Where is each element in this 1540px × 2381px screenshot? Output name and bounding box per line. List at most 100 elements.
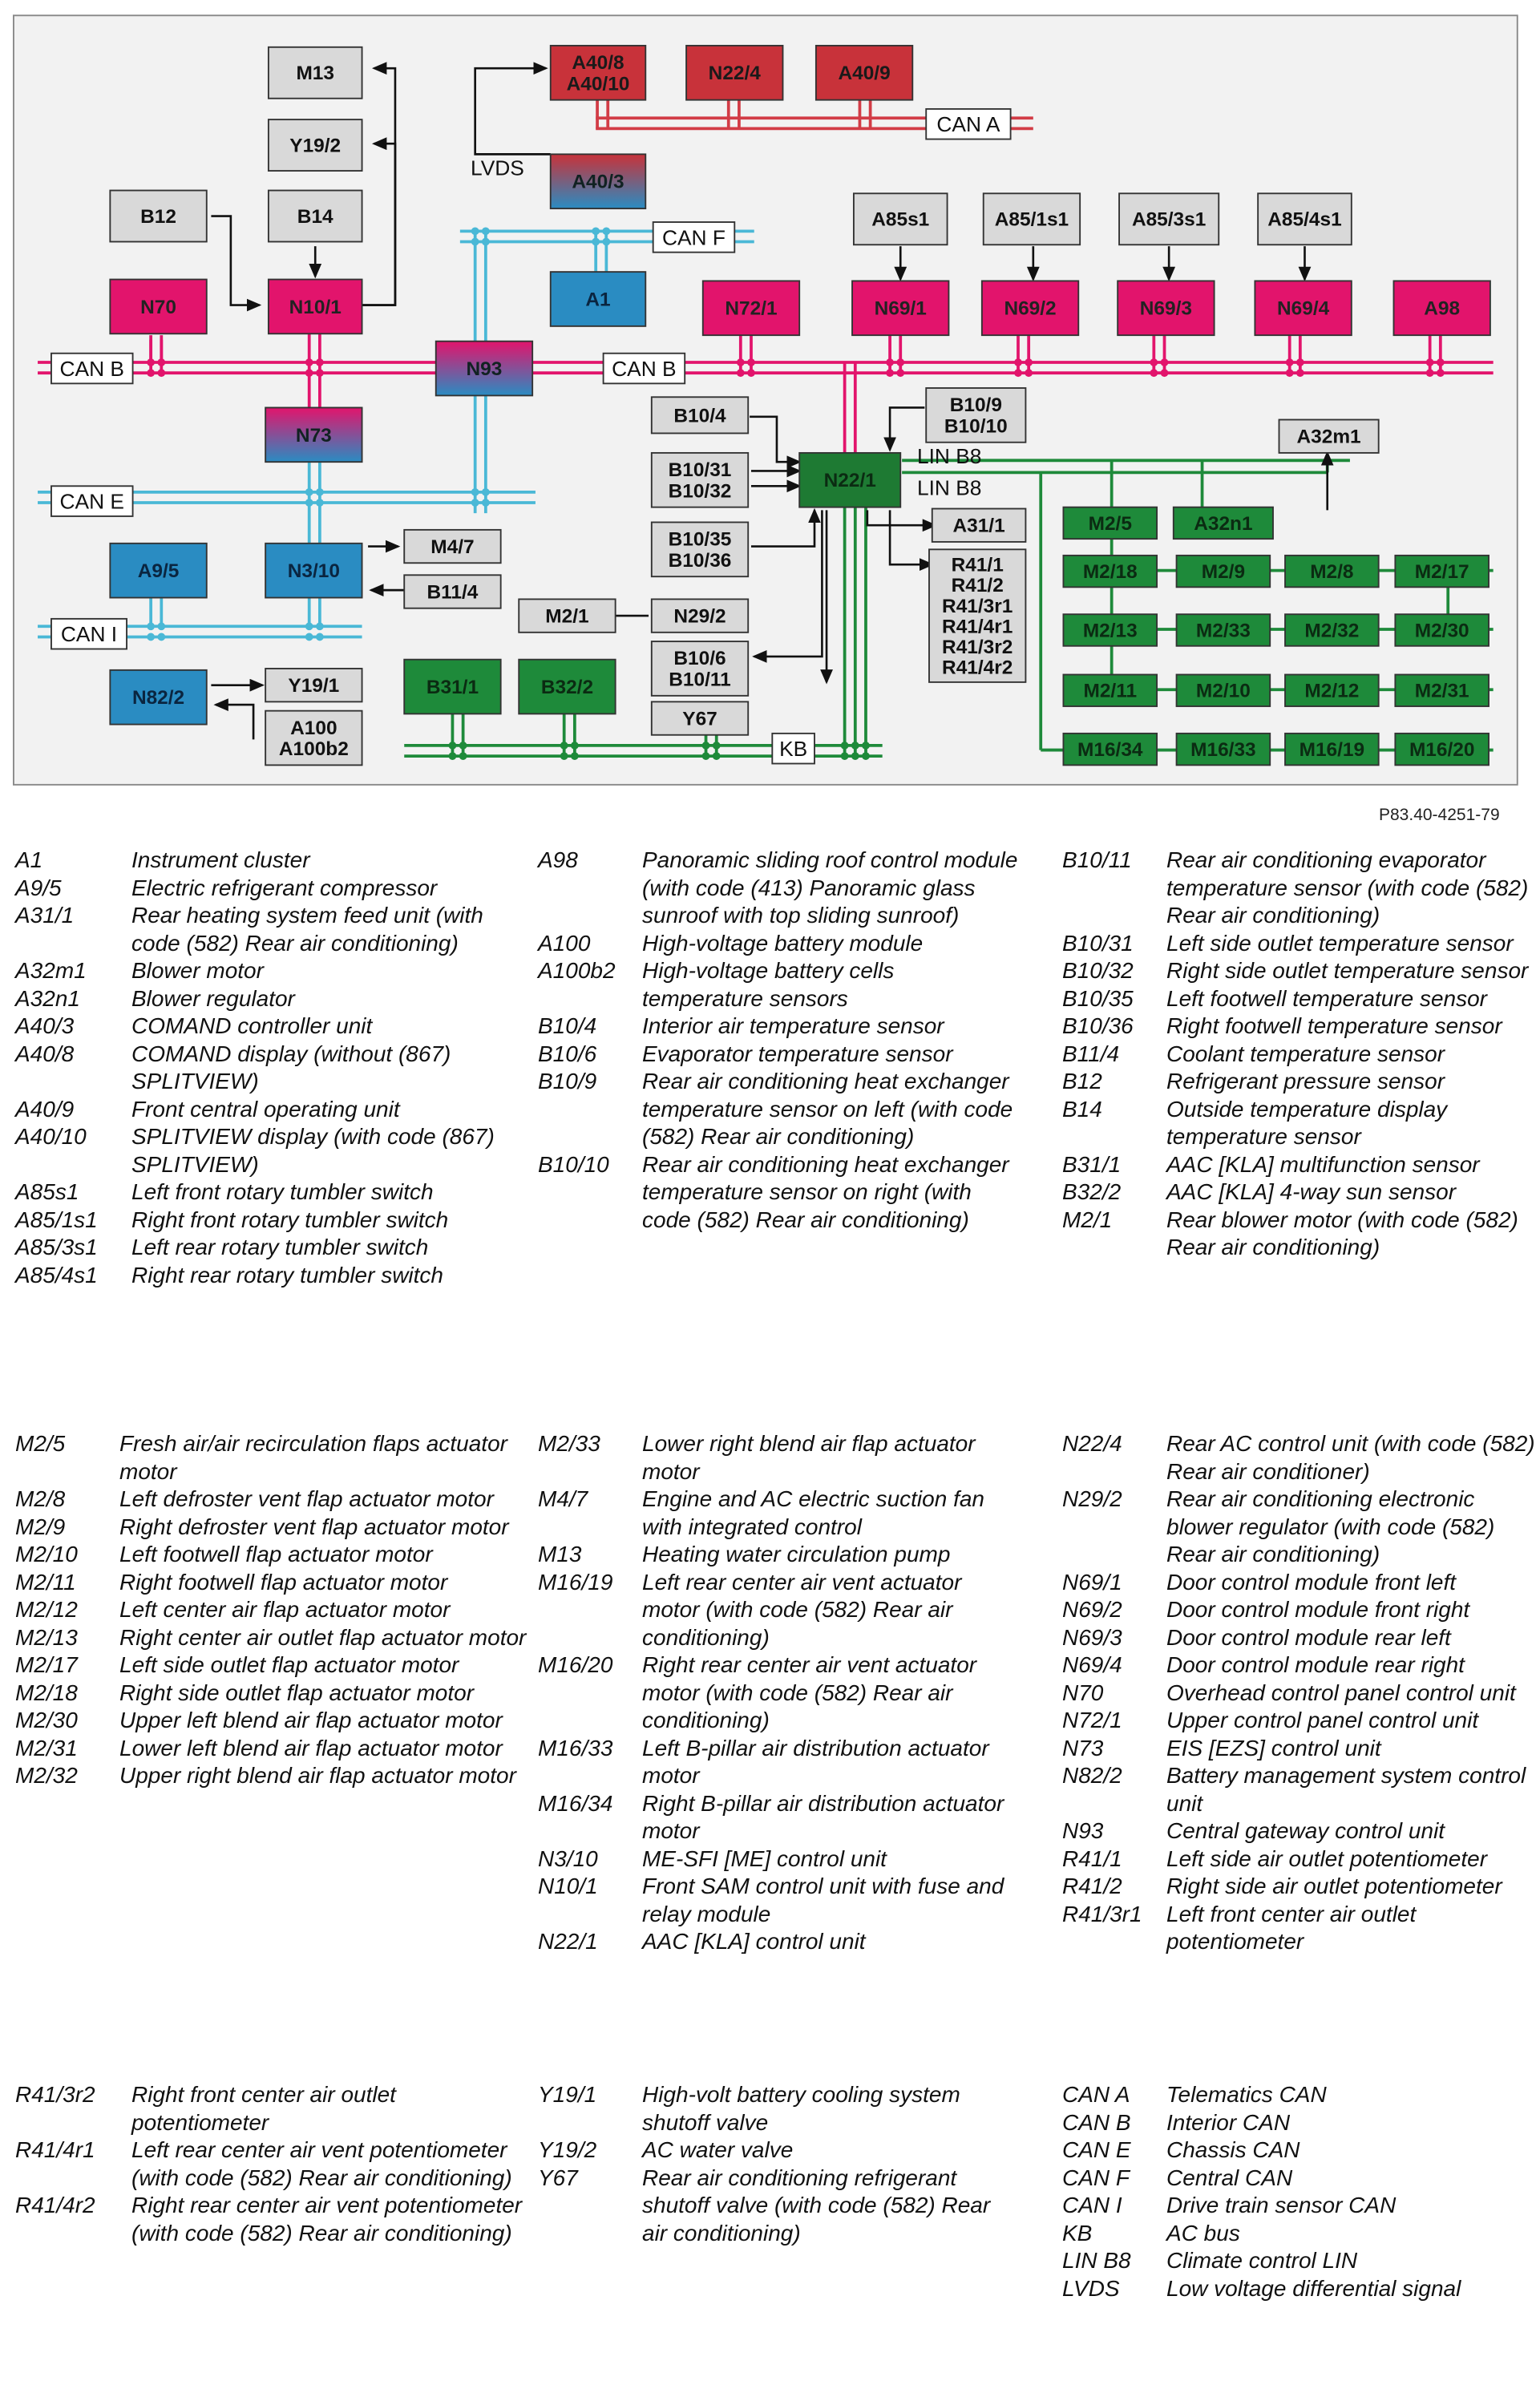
bus-junction bbox=[886, 369, 894, 378]
bus-junction bbox=[701, 742, 710, 750]
bus-label-text: CAN F bbox=[662, 225, 726, 249]
module-label: B10/9 bbox=[950, 394, 1002, 416]
legend-description: Interior CAN bbox=[1166, 2109, 1291, 2135]
signal-arrow bbox=[211, 215, 262, 312]
module-a31-1: A31/1 bbox=[931, 507, 1027, 543]
bus-junction bbox=[896, 369, 905, 378]
legend-code: M2/1 bbox=[1062, 1207, 1113, 1232]
legend-code: A9/5 bbox=[15, 875, 62, 900]
module-box bbox=[1062, 732, 1158, 766]
legend-code: N72/1 bbox=[1062, 1708, 1122, 1732]
module-m2-11: M2/11 bbox=[1062, 673, 1158, 707]
module-a1: A1 bbox=[549, 271, 647, 327]
module-box bbox=[1278, 418, 1380, 454]
bus-junction bbox=[1285, 369, 1294, 378]
legend-code: CAN I bbox=[1062, 2193, 1122, 2217]
module-box bbox=[1172, 506, 1274, 540]
module-box bbox=[1394, 673, 1489, 707]
module-box bbox=[1062, 613, 1158, 647]
bus-junction bbox=[862, 752, 870, 760]
legend-code: M16/20 bbox=[538, 1652, 613, 1677]
legend-description: Left B-pillar air distribution actuator … bbox=[642, 1735, 989, 1789]
module-a85-1s1: A85/1s1 bbox=[982, 192, 1081, 246]
module-label: R41/4r2 bbox=[942, 657, 1013, 679]
bus-label-text: CAN B bbox=[60, 357, 124, 381]
legend-description: Left side outlet flap actuator motor bbox=[119, 1652, 459, 1677]
module-box bbox=[1175, 732, 1271, 766]
signal-arrow bbox=[752, 510, 823, 663]
bus-junction bbox=[1160, 369, 1169, 378]
legend-code: M2/8 bbox=[15, 1486, 66, 1511]
module-label: B10/10 bbox=[944, 416, 1008, 438]
signal-arrow bbox=[883, 406, 925, 452]
legend-code: B10/9 bbox=[538, 1069, 597, 1093]
legend-code: R41/3r2 bbox=[15, 2082, 95, 2107]
module-label: M2/17 bbox=[1415, 561, 1469, 583]
legend-description: Overhead control panel control unit bbox=[1166, 1680, 1516, 1705]
module-box bbox=[1284, 613, 1380, 647]
legend-description: Lower left blend air flap actuator motor bbox=[119, 1735, 503, 1760]
module-a40-9: A40/9 bbox=[814, 44, 914, 101]
module-box bbox=[403, 574, 502, 609]
module-a32m1: A32m1 bbox=[1278, 418, 1380, 454]
legend-code: R41/1 bbox=[1062, 1845, 1122, 1871]
legend-code: A85/4s1 bbox=[15, 1262, 98, 1288]
bus-junction bbox=[1014, 358, 1022, 366]
bus-label-text: CAN E bbox=[60, 490, 124, 514]
bus-junction bbox=[1160, 358, 1169, 366]
legend-code: M2/12 bbox=[15, 1597, 78, 1622]
bus-junction bbox=[1295, 358, 1304, 366]
module-box bbox=[109, 669, 208, 726]
module-label: N69/2 bbox=[1004, 298, 1056, 320]
module-label: B10/31 bbox=[669, 459, 732, 481]
module-box bbox=[650, 641, 750, 697]
legend-code: N69/2 bbox=[1062, 1597, 1122, 1622]
module-box bbox=[1118, 192, 1220, 246]
bus-junction bbox=[602, 237, 611, 246]
legend-code: M2/5 bbox=[15, 1431, 66, 1456]
module-m2-8: M2/8 bbox=[1284, 554, 1380, 588]
legend-description: Left rear center air vent potentiometer … bbox=[131, 2137, 512, 2190]
legend-code: B10/36 bbox=[1062, 1013, 1134, 1038]
legend-code: N93 bbox=[1062, 1818, 1104, 1843]
signal-arrow bbox=[750, 415, 802, 469]
bus-junction bbox=[448, 752, 457, 760]
legend-description: Right side air outlet potentiometer bbox=[1166, 1874, 1502, 1898]
module-label: M2/32 bbox=[1304, 620, 1359, 641]
legend-description: Evaporator temperature sensor bbox=[642, 1041, 953, 1066]
module-m2-10: M2/10 bbox=[1175, 673, 1271, 707]
legend-code: N10/1 bbox=[538, 1874, 598, 1898]
module-label: M2/10 bbox=[1196, 681, 1251, 702]
module-box bbox=[518, 598, 616, 633]
module-a32n1: A32n1 bbox=[1172, 506, 1274, 540]
legend-description: Right defroster vent flap actuator motor bbox=[119, 1514, 509, 1539]
legend-code: CAN E bbox=[1062, 2137, 1131, 2162]
legend-description: COMAND controller unit bbox=[131, 1013, 373, 1038]
bus-junction bbox=[147, 358, 156, 366]
bus-junction bbox=[1436, 358, 1445, 366]
module-m2-18: M2/18 bbox=[1062, 554, 1158, 588]
bus-junction bbox=[471, 237, 479, 246]
module-label: N10/1 bbox=[289, 297, 342, 318]
legend-description: Left front rotary tumbler switch bbox=[131, 1179, 434, 1204]
module-n29-2: N29/2 bbox=[650, 598, 750, 633]
module-label: N29/2 bbox=[673, 606, 726, 628]
bus-label-box bbox=[51, 352, 134, 385]
